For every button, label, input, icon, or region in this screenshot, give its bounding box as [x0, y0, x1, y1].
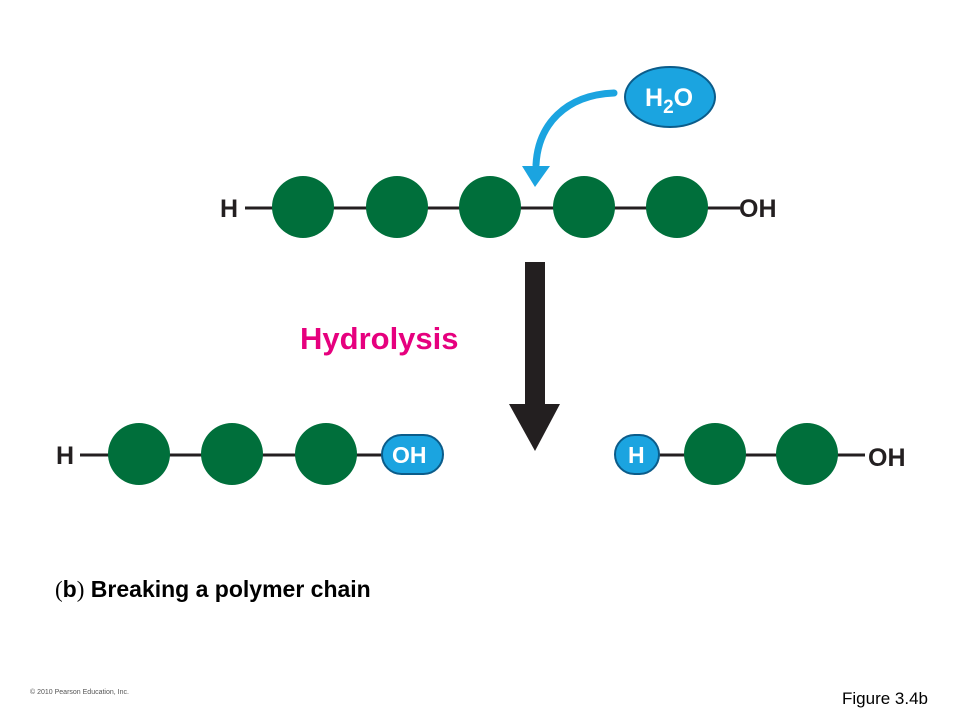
water-formula: H2O: [645, 84, 693, 118]
monomer: [295, 423, 357, 485]
process-label: Hydrolysis: [300, 321, 459, 356]
reaction-arrow: [509, 262, 560, 451]
monomer: [272, 176, 334, 238]
monomer: [684, 423, 746, 485]
right-product-right-end: OH: [868, 444, 906, 472]
right-product-chain: H OH: [614, 423, 906, 485]
monomer: [201, 423, 263, 485]
monomer: [646, 176, 708, 238]
monomer: [108, 423, 170, 485]
right-product-left-end: H: [628, 442, 645, 468]
caption-open-paren: (: [55, 577, 63, 602]
water-ellipse: [624, 66, 716, 128]
down-arrow-icon: [509, 404, 560, 451]
monomer: [366, 176, 428, 238]
monomer: [459, 176, 521, 238]
water-attack-arrow: [522, 89, 618, 187]
left-product-chain: H OH: [56, 423, 444, 485]
hydrogen-badge: [614, 434, 660, 475]
top-chain-right-end: OH: [739, 195, 777, 223]
monomer: [553, 176, 615, 238]
copyright-notice: © 2010 Pearson Education, Inc.: [30, 689, 129, 696]
hydroxyl-badge: [381, 434, 444, 475]
monomer: [776, 423, 838, 485]
left-product-right-end: OH: [392, 442, 427, 468]
arrow-head-icon: [522, 166, 550, 187]
caption-text: Breaking a polymer chain: [90, 576, 371, 602]
figure-label: Figure 3.4b: [842, 689, 928, 708]
left-product-left-end: H: [56, 442, 74, 470]
figure-caption: (b) Breaking a polymer chain: [55, 576, 371, 603]
caption-close-paren: ): [76, 577, 85, 602]
top-polymer-chain: H OH: [220, 176, 777, 238]
top-chain-left-end: H: [220, 195, 238, 223]
caption-letter: b: [62, 576, 77, 602]
water-molecule: H2O: [624, 66, 716, 128]
